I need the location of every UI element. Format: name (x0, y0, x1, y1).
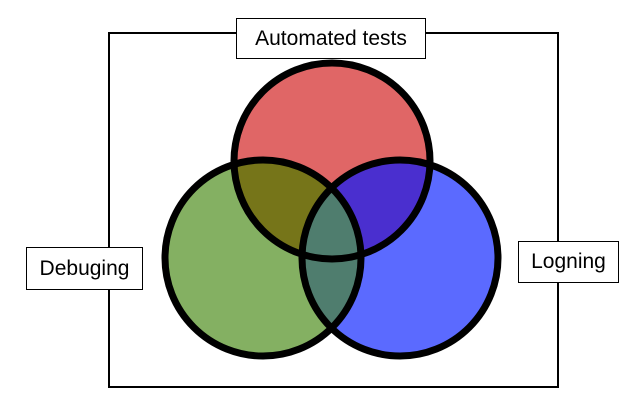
outline-debugging (161, 156, 365, 360)
label-logging: Logning (518, 241, 619, 283)
outline-logging (298, 156, 502, 360)
label-automated-tests: Automated tests (236, 18, 426, 59)
label-debugging: Debuging (26, 247, 143, 290)
